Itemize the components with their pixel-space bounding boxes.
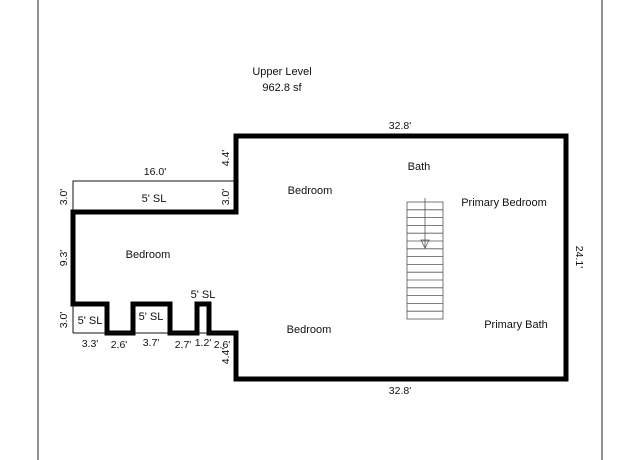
dim-seg-6: 2.6' [214,339,231,351]
dim-step-bottom: 4.4' [220,348,232,365]
slope-label-left-bay: 5' SL [78,315,103,327]
dim-bottom-width: 32.8' [389,385,411,397]
room-label-bath: Bath [408,161,431,173]
room-label-primary-bedroom: Primary Bedroom [461,197,547,209]
dim-ledge-left-height: 3.0' [58,189,70,206]
room-label-bedroom-top: Bedroom [288,185,333,197]
slope-label-ledge: 5' SL [142,193,167,205]
dim-ledge-right-height: 3.0' [220,189,232,206]
area-label: 962.8 sf [262,82,302,94]
slope-label-small-bay: 5' SL [191,289,216,301]
dim-seg-4: 2.7' [175,339,192,351]
dim-right-height: 24.1' [573,246,585,268]
dim-bottom-left-height: 3.0' [58,312,70,329]
room-label-primary-bath: Primary Bath [484,319,548,331]
level-title: Upper Level [252,66,311,78]
dim-step-top: 4.4' [220,150,232,167]
dim-left-wall-height: 9.3' [58,250,70,267]
dim-seg-5: 1.2' [195,337,212,349]
dim-top-width: 32.8' [389,120,411,132]
staircase [406,198,444,320]
room-label-bedroom-left: Bedroom [126,249,171,261]
stair-arrow-head [420,239,430,249]
slope-label-middle-bay: 5' SL [139,311,164,323]
room-label-bedroom-bottom: Bedroom [287,324,332,336]
dim-seg-3: 3.7' [143,337,160,349]
dim-seg-1: 3.3' [82,338,99,350]
dim-seg-2: 2.6' [111,339,128,351]
dim-ledge-width: 16.0' [144,166,166,178]
